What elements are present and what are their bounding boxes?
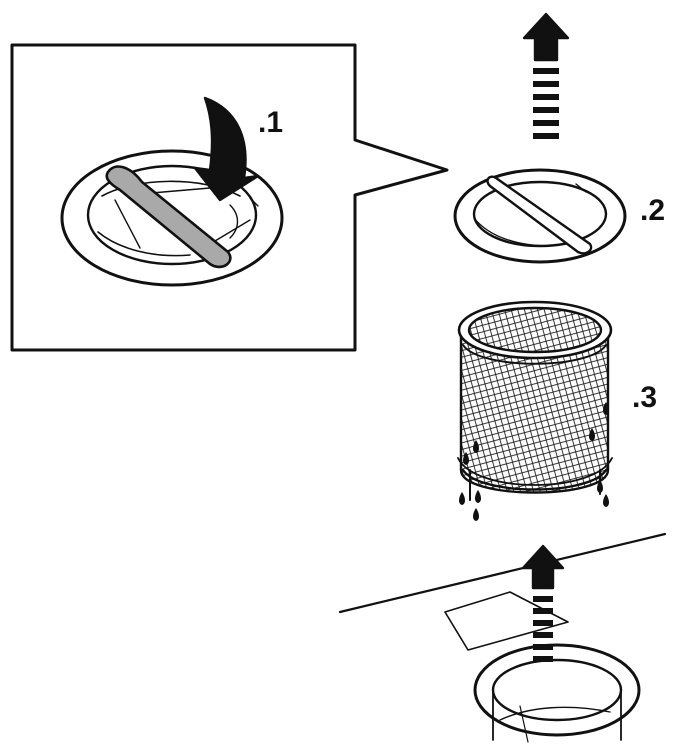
- filter-handle: [105, 165, 232, 269]
- water-drop-icon: [459, 402, 609, 521]
- callout-box: [10, 43, 449, 352]
- rotate-arrow-icon: [193, 96, 260, 202]
- lift-arrow-icon: [522, 12, 570, 139]
- coarse-filter: [453, 168, 627, 264]
- step-2-label: .2: [640, 194, 666, 227]
- mesh-filter: [457, 300, 613, 501]
- flat-filter-plate: [444, 591, 569, 651]
- sump-opening: [473, 643, 641, 743]
- step-1-label: .1: [258, 106, 284, 139]
- inset-filter: [60, 96, 284, 287]
- tub-floor-line: [338, 532, 667, 614]
- step-3-label: .3: [632, 381, 658, 414]
- lift-arrow-icon: [521, 544, 565, 662]
